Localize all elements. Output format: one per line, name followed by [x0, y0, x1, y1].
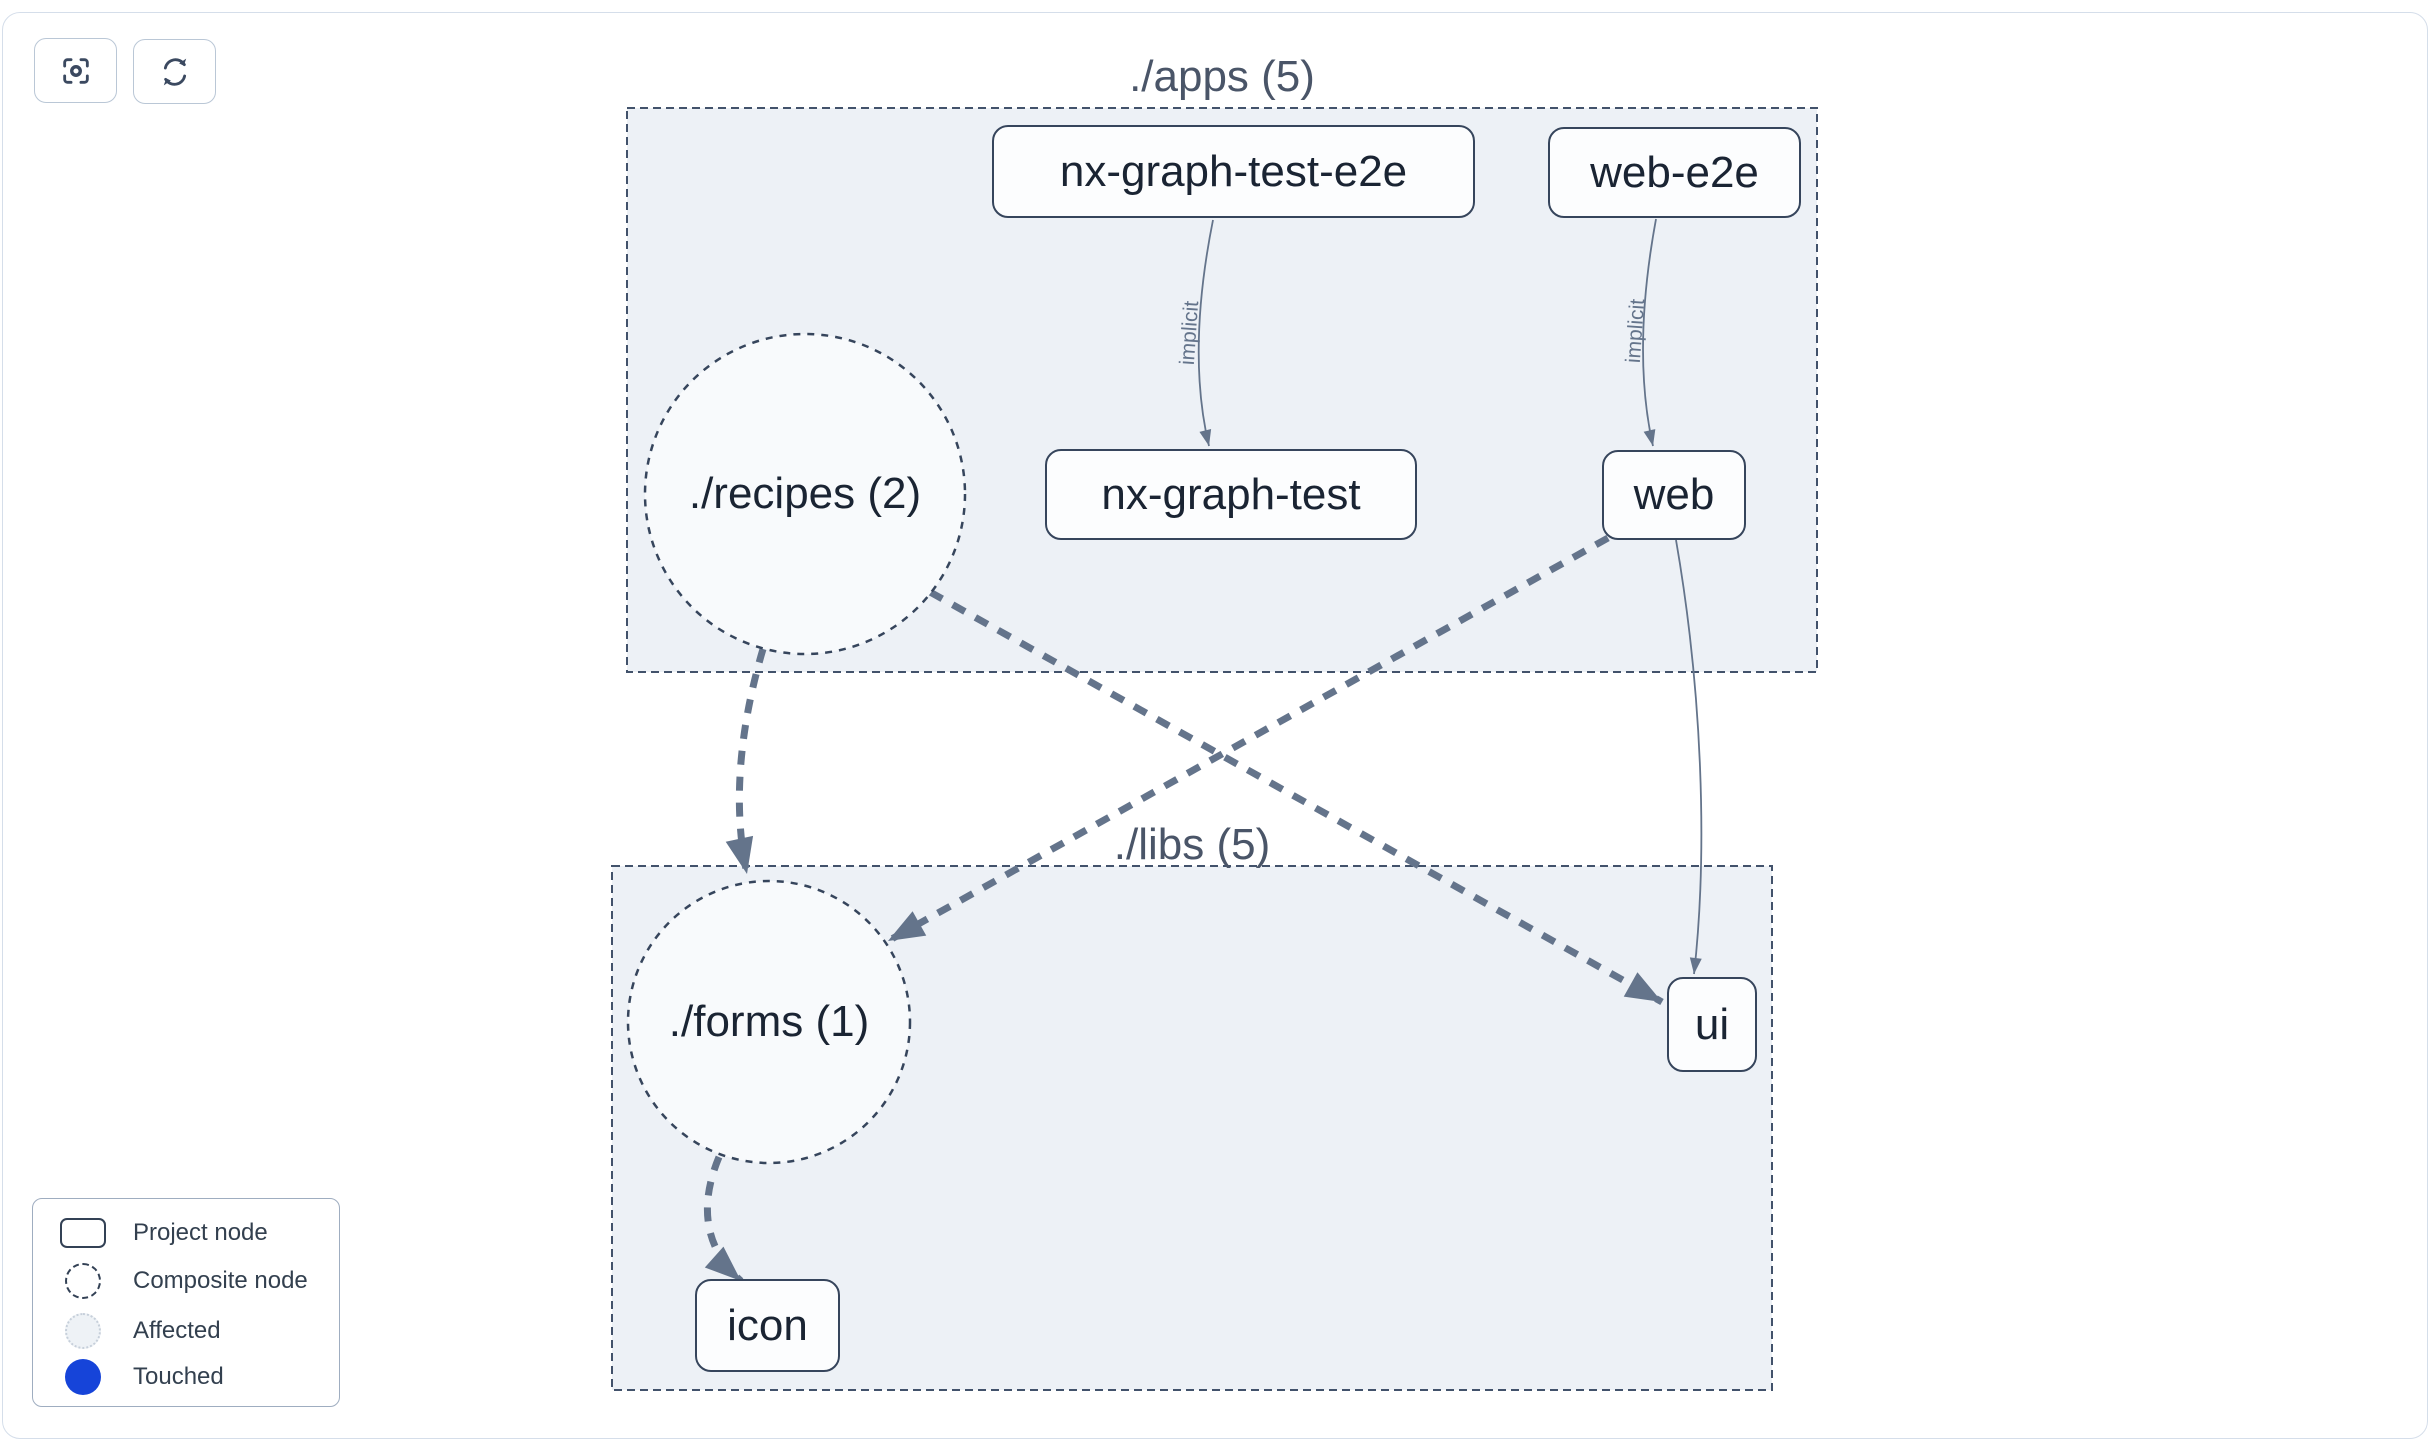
- touched-swatch: [65, 1359, 101, 1395]
- node-nx-graph-test[interactable]: nx-graph-test: [1045, 449, 1417, 540]
- edge-label-implicit: implicit: [1175, 300, 1204, 366]
- group-label-libs: ./libs (5): [1113, 820, 1271, 869]
- node-label: web-e2e: [1590, 147, 1759, 197]
- composite-label-recipes[interactable]: ./recipes (2): [688, 469, 922, 518]
- edge-web-to-ui[interactable]: [1675, 539, 1703, 975]
- node-web[interactable]: web: [1602, 450, 1746, 540]
- edge-nx-graph-test-e2e-to-nx-graph-test[interactable]: [1197, 219, 1214, 447]
- refresh-button[interactable]: [133, 39, 216, 104]
- node-label: web: [1633, 470, 1715, 519]
- legend-label: Composite node: [133, 1267, 308, 1294]
- legend-item-touched: Touched: [33, 1357, 339, 1397]
- refresh-icon: [163, 57, 186, 86]
- legend-panel: Project node Composite node Affected Tou…: [32, 1198, 340, 1407]
- legend-label: Project node: [133, 1219, 268, 1246]
- node-label: ui: [1694, 999, 1730, 1049]
- edge-recipes-to-forms[interactable]: [725, 648, 767, 875]
- composite-node-swatch: [65, 1263, 101, 1299]
- composite-node-forms[interactable]: [626, 879, 912, 1165]
- project-node-swatch: [60, 1218, 106, 1248]
- edge-web-e2e-to-web[interactable]: [1642, 218, 1657, 447]
- legend-item-project-node: Project node: [33, 1213, 339, 1253]
- legend-label: Affected: [133, 1317, 221, 1344]
- edge-recipes-to-ui[interactable]: [928, 588, 1664, 1006]
- legend-label: Touched: [133, 1363, 224, 1390]
- node-nx-graph-test-e2e[interactable]: nx-graph-test-e2e: [992, 125, 1475, 218]
- edge-label-implicit: implicit: [1621, 298, 1650, 364]
- legend-item-affected: Affected: [33, 1311, 339, 1351]
- node-icon[interactable]: icon: [695, 1279, 840, 1372]
- affected-swatch: [65, 1313, 101, 1349]
- focus-scan-icon: [62, 57, 89, 84]
- focus-button[interactable]: [34, 38, 117, 103]
- node-label: nx-graph-test: [1101, 469, 1361, 519]
- group-label-apps: ./apps (5): [1129, 52, 1315, 101]
- node-ui[interactable]: ui: [1667, 977, 1757, 1072]
- legend-item-composite-node: Composite node: [33, 1261, 339, 1301]
- node-label: nx-graph-test-e2e: [1059, 146, 1408, 196]
- composite-label-forms[interactable]: ./forms (1): [668, 997, 870, 1046]
- node-web-e2e[interactable]: web-e2e: [1548, 127, 1801, 218]
- node-label: icon: [727, 1300, 808, 1350]
- composite-node-recipes[interactable]: [643, 332, 967, 656]
- edge-web-to-forms[interactable]: [886, 534, 1610, 945]
